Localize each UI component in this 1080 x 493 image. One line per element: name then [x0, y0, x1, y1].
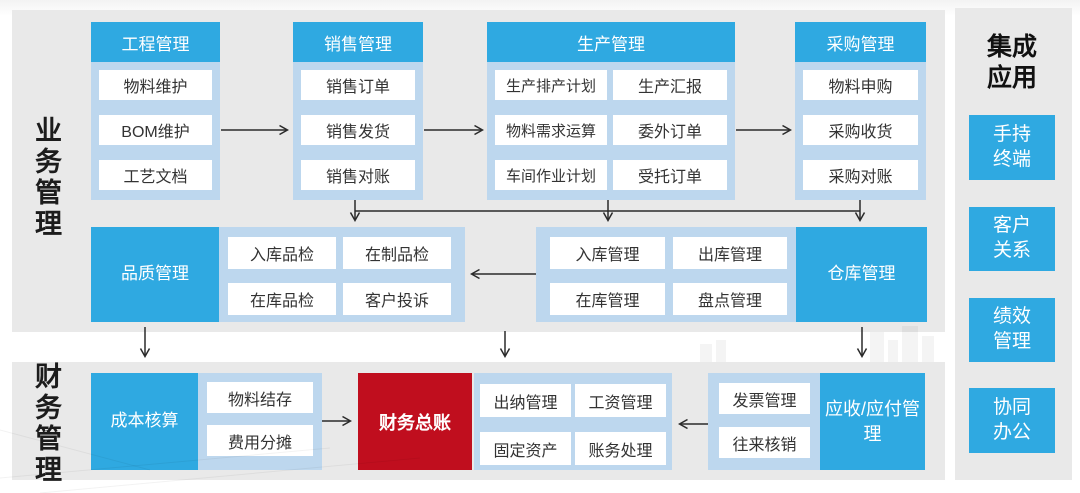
warehouse-management-box: 仓库管理 [796, 227, 927, 322]
group-purchasing: 采购管理 物料申购 采购收货 采购对账 [795, 22, 926, 200]
item-in-process-inspection: 在制品检 [343, 237, 451, 269]
group-cost-accounting: 成本核算 物料结存 费用分摊 [91, 373, 322, 470]
integration-item-performance-management: 绩效管理 [969, 298, 1055, 362]
integration-title: 集成应用 [986, 33, 1037, 93]
item-payroll-management: 工资管理 [575, 384, 666, 417]
group-cashier: 出纳管理 工资管理 固定资产 账务处理 [474, 373, 672, 470]
item-fixed-assets: 固定资产 [480, 432, 571, 465]
item-workshop-operation-plan: 车间作业计划 [495, 160, 607, 190]
ar-ap-management-label: 应收/应付管理 [824, 399, 920, 444]
cost-accounting-box: 成本核算 [91, 373, 198, 470]
item-in-stock-management: 在库管理 [550, 283, 665, 315]
quality-management-box: 品质管理 [91, 227, 219, 322]
item-transaction-write-off: 往来核销 [719, 427, 810, 458]
item-sales-order: 销售订单 [301, 70, 415, 100]
item-purchase-reconciliation: 采购对账 [803, 160, 918, 190]
general-ledger-box: 财务总账 [358, 373, 472, 470]
integration-item-handheld-terminal: 手持终端 [969, 115, 1055, 180]
item-consignment-order: 受托订单 [613, 160, 727, 190]
item-outsourcing-order: 委外订单 [613, 115, 727, 145]
group-sales: 销售管理 销售订单 销售发货 销售对账 [293, 22, 423, 200]
group-engineering: 工程管理 物料维护 BOM维护 工艺文档 [91, 22, 220, 200]
item-material-requisition: 物料申购 [803, 70, 918, 100]
group-production-header: 生产管理 [487, 22, 735, 62]
item-incoming-inspection: 入库品检 [228, 237, 336, 269]
item-material-requirement-calc: 物料需求运算 [495, 115, 607, 145]
item-process-document: 工艺文档 [99, 160, 212, 190]
item-purchase-receipt: 采购收货 [803, 115, 918, 145]
item-production-scheduling-plan: 生产排产计划 [495, 70, 607, 100]
group-sales-header: 销售管理 [293, 22, 423, 62]
item-production-report: 生产汇报 [613, 70, 727, 100]
item-customer-complaint: 客户投诉 [343, 283, 451, 315]
item-stocktaking-management: 盘点管理 [673, 283, 787, 315]
item-cashier-management: 出纳管理 [480, 384, 571, 417]
group-invoice-arap: 发票管理 往来核销 应收/应付管理 [708, 373, 925, 470]
item-inbound-management: 入库管理 [550, 237, 665, 269]
item-bom-maintenance: BOM维护 [99, 115, 212, 145]
business-management-label: 业务管理 [31, 116, 61, 240]
integration-item-collaborative-office: 协同办公 [969, 388, 1055, 453]
item-outbound-management: 出库管理 [673, 237, 787, 269]
group-production: 生产管理 生产排产计划 生产汇报 物料需求运算 委外订单 车间作业计划 受托订单 [487, 22, 735, 200]
finance-management-label: 财务管理 [31, 362, 61, 486]
item-sales-reconciliation: 销售对账 [301, 160, 415, 190]
integration-item-customer-relationship: 客户关系 [969, 207, 1055, 271]
item-accounting-processing: 账务处理 [575, 432, 666, 465]
item-sales-delivery: 销售发货 [301, 115, 415, 145]
ar-ap-management-box: 应收/应付管理 [820, 373, 925, 470]
item-in-stock-inspection: 在库品检 [228, 283, 336, 315]
item-material-balance: 物料结存 [207, 382, 313, 413]
group-quality: 品质管理 入库品检 在制品检 在库品检 客户投诉 [91, 227, 465, 322]
item-material-maintenance: 物料维护 [99, 70, 212, 100]
group-purchasing-header: 采购管理 [795, 22, 926, 62]
group-warehouse: 入库管理 出库管理 在库管理 盘点管理 仓库管理 [536, 227, 927, 322]
item-expense-allocation: 费用分摊 [207, 425, 313, 456]
item-invoice-management: 发票管理 [719, 383, 810, 414]
group-engineering-header: 工程管理 [91, 22, 220, 62]
